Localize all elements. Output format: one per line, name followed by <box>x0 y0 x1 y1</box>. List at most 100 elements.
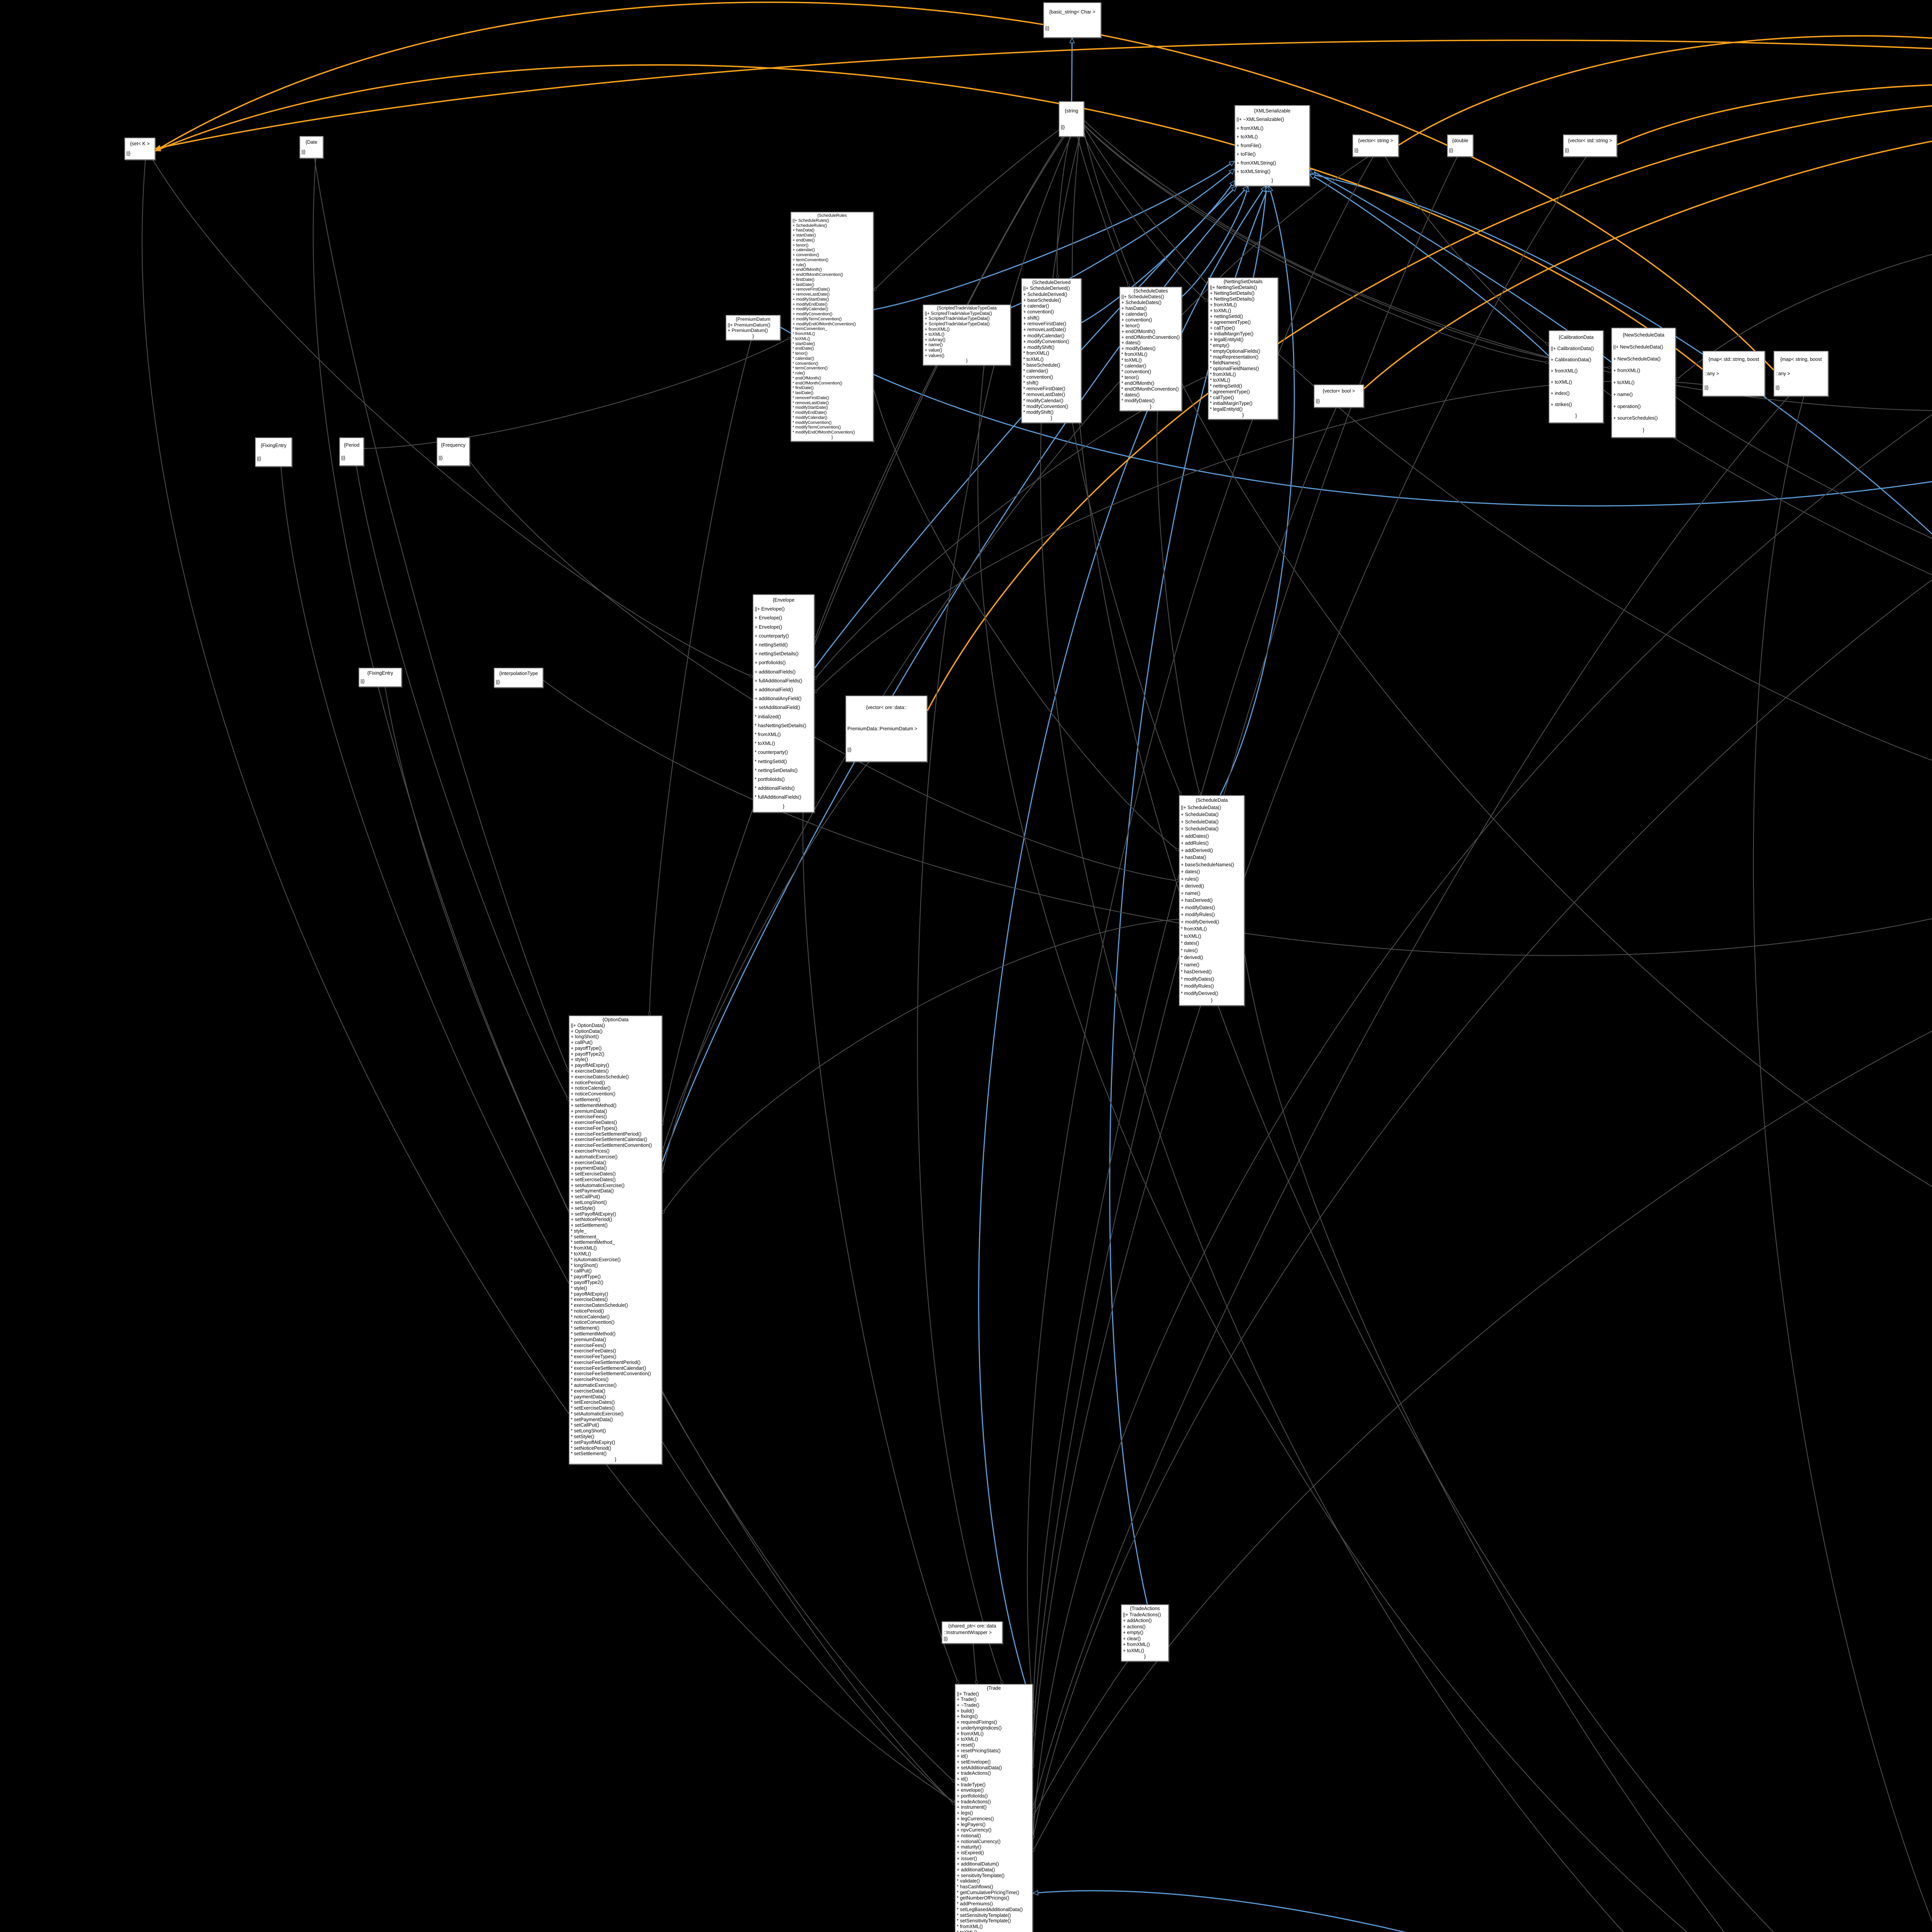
class-member: + portfolioIds() <box>957 1793 988 1799</box>
class-member: * payoffType2() <box>571 1279 604 1285</box>
class-member: + issuer() <box>957 1855 977 1861</box>
class-member: + calendar() <box>1023 303 1049 309</box>
class-node-newscheduledata[interactable]: {NewScheduleData||+ NewScheduleData()+ N… <box>1611 328 1676 438</box>
class-member: + paymentData() <box>571 1165 607 1171</box>
class-member: * noticeConvention() <box>571 1320 615 1325</box>
class-member: * firstDate() <box>793 386 814 391</box>
class-member: * empty() <box>1210 343 1230 348</box>
class-node-vector_bool[interactable]: {vector< bool >||} <box>1314 384 1364 408</box>
class-node-stvaluetypedata[interactable]: {ScriptedTradeValueTypeData||+ ScriptedT… <box>923 304 1011 366</box>
class-member: * endOfMonthConvention() <box>793 381 842 386</box>
class-member: * rule() <box>793 371 805 376</box>
class-node-interpolationtype[interactable]: {InterpolationType||} <box>494 668 543 688</box>
class-member: * style_ <box>571 1228 587 1234</box>
edge-vector_string-to-calibrationdata <box>1385 156 1549 345</box>
class-member: + NettingSetDetails() <box>1210 291 1255 296</box>
class-node-calibrationdata[interactable]: {CalibrationData||+ CalibrationData()+ C… <box>1549 330 1604 423</box>
class-member: * payoffAtExpiry() <box>571 1291 609 1297</box>
class-member: + exerciseFeeDates() <box>571 1120 617 1126</box>
class-node-string[interactable]: {string||} <box>1059 101 1084 137</box>
class-node-nettingsetdetails[interactable]: {NettingSetDetails||+ NettingSetDetails(… <box>1208 277 1278 420</box>
edge-stvaluetypedata-to-scriptedtrade <box>977 365 1688 1932</box>
class-member: ||+ Trade() <box>957 1691 979 1697</box>
edge-map_any-to-trade <box>1033 396 1789 1808</box>
class-member: + legCurrencies() <box>957 1816 994 1821</box>
class-member: + setCallPut() <box>571 1194 600 1200</box>
class-node-vector_string[interactable]: {vector< string >||} <box>1352 134 1399 157</box>
class-node-vector_premiumdatum[interactable]: {vector< ore::data::PremiumData::Premium… <box>845 696 927 762</box>
class-node-date[interactable]: {Date||} <box>299 136 323 158</box>
class-node-fixingentry2[interactable]: {FixingEntry||} <box>359 668 402 687</box>
class-member: + payoffType2() <box>571 1051 604 1057</box>
class-member: + toFile() <box>1236 151 1256 157</box>
class-node-frequency[interactable]: {Frequency||} <box>437 437 470 466</box>
class-member: * modifyDates() <box>1121 398 1155 403</box>
class-member: ||+ ScheduleRules() <box>793 218 830 223</box>
class-member: + derived() <box>1181 883 1204 889</box>
class-member: + calendar() <box>1121 311 1148 317</box>
class-member: ||} <box>1061 124 1065 130</box>
class-member: * validate() <box>957 1878 980 1884</box>
class-node-vector_stdstring[interactable]: {vector< std::string >||} <box>1563 134 1617 157</box>
class-member: + baseScheduleNames() <box>1181 862 1234 867</box>
class-node-envelope[interactable]: {Envelope||+ Envelope()+ Envelope()+ Env… <box>753 594 815 813</box>
class-node-set_K[interactable]: {set< K >||} <box>124 138 155 160</box>
class-title: {vector< ore::data:: <box>866 705 907 710</box>
class-node-tradeactions[interactable]: {TradeActions||+ TradeActions()+ addActi… <box>1121 1604 1169 1662</box>
class-member: + reset() <box>957 1742 975 1748</box>
class-member: + setNoticePeriod() <box>571 1217 612 1223</box>
class-member: + rules() <box>1181 876 1199 882</box>
class-node-period[interactable]: {Period||} <box>339 437 364 466</box>
class-node-premiumdatum[interactable]: {PremiumDatum||+ PremiumDatum()+ Premium… <box>726 315 781 340</box>
class-node-double[interactable]: {double||} <box>1447 134 1473 157</box>
class-member: + termConvention() <box>793 257 828 262</box>
edge-pair-to-set_K <box>155 39 1932 150</box>
class-member: * fromXML() <box>755 732 781 738</box>
class-member: * baseSchedule() <box>1023 362 1060 368</box>
class-node-schedulerules[interactable]: {ScheduleRules||+ ScheduleRules()+ Sched… <box>791 212 874 442</box>
class-member: + empty() <box>1123 1630 1144 1636</box>
class-node-fixingentry[interactable]: {FixingEntry||} <box>255 437 292 467</box>
class-member: * callPut() <box>571 1268 592 1274</box>
class-member: * removeLastDate() <box>1023 392 1065 398</box>
edge-newscheduledata-to-v_stsd_newsched <box>1675 396 1932 539</box>
class-member: * fullAdditionalFields() <box>755 794 801 800</box>
class-title: {double <box>1452 138 1468 143</box>
class-member: + setSettlement() <box>571 1223 608 1228</box>
class-member: + convention() <box>793 253 819 257</box>
class-member: + exerciseData() <box>571 1160 607 1165</box>
class-node-map_std_any[interactable]: {map< std::string, boost::any >||} <box>1702 351 1765 396</box>
edge-vector_stdstring-to-trade <box>1033 156 1587 1768</box>
class-node-map_any[interactable]: {map< string, boost::any >||} <box>1774 351 1828 396</box>
class-title: {Envelope <box>772 597 795 603</box>
class-member: + callPut() <box>571 1040 593 1046</box>
class-node-scheduledates[interactable]: {ScheduleDates||+ ScheduleDates()+ Sched… <box>1119 287 1182 411</box>
class-title: {Trade <box>986 1685 1001 1691</box>
class-node-scheduledata[interactable]: {ScheduleData||+ ScheduleData()+ Schedul… <box>1179 795 1245 1006</box>
class-member: + resetPricingStats() <box>957 1748 1001 1753</box>
class-title: {Date <box>305 139 318 145</box>
class-member: + endOfMonth() <box>793 267 822 272</box>
class-member: + setAutomaticExercise() <box>571 1182 625 1188</box>
class-member: + addRules() <box>1181 840 1209 846</box>
class-member: + modifyRules() <box>1181 912 1215 918</box>
class-node-trade[interactable]: {Trade||+ Trade()+ Trade()+ ~Trade()+ bu… <box>955 1684 1033 1932</box>
class-node-optiondata[interactable]: {OptionData||+ OptionData()+ OptionData(… <box>569 1015 662 1464</box>
class-member: ||} <box>341 455 345 461</box>
class-member: + endOfMonth() <box>1121 328 1155 334</box>
class-node-schedulederived[interactable]: {ScheduleDerived||+ ScheduleDerived()+ S… <box>1021 278 1082 423</box>
class-member: + portfolioIds() <box>755 660 786 666</box>
class-member: ||+ ScheduleDates() <box>1121 294 1164 299</box>
class-member: + modifyShift() <box>1023 345 1054 350</box>
class-member: + toXML() <box>1236 134 1258 140</box>
class-node-xmlserializable[interactable]: {XMLSerializable||+ ~XMLSerializable()+ … <box>1235 105 1310 186</box>
class-node-sharedptr_iw[interactable]: {shared_ptr< ore::data::InstrumentWrappe… <box>942 1621 1003 1644</box>
class-member: * noticeCalendar() <box>571 1314 610 1320</box>
class-member: + endOfMonthConvention() <box>793 272 843 277</box>
edge-string-to-scriptedtrade <box>1071 136 1774 1932</box>
class-member: * modifyTermConvention() <box>793 425 841 430</box>
class-member: * agreementType() <box>1210 389 1250 395</box>
class-member: + additionalDatum() <box>957 1861 999 1867</box>
class-member: + modifyEndOfMonthConvention() <box>793 321 856 327</box>
class-node-basic_string[interactable]: {basic_string< Char >||} <box>1043 2 1101 38</box>
